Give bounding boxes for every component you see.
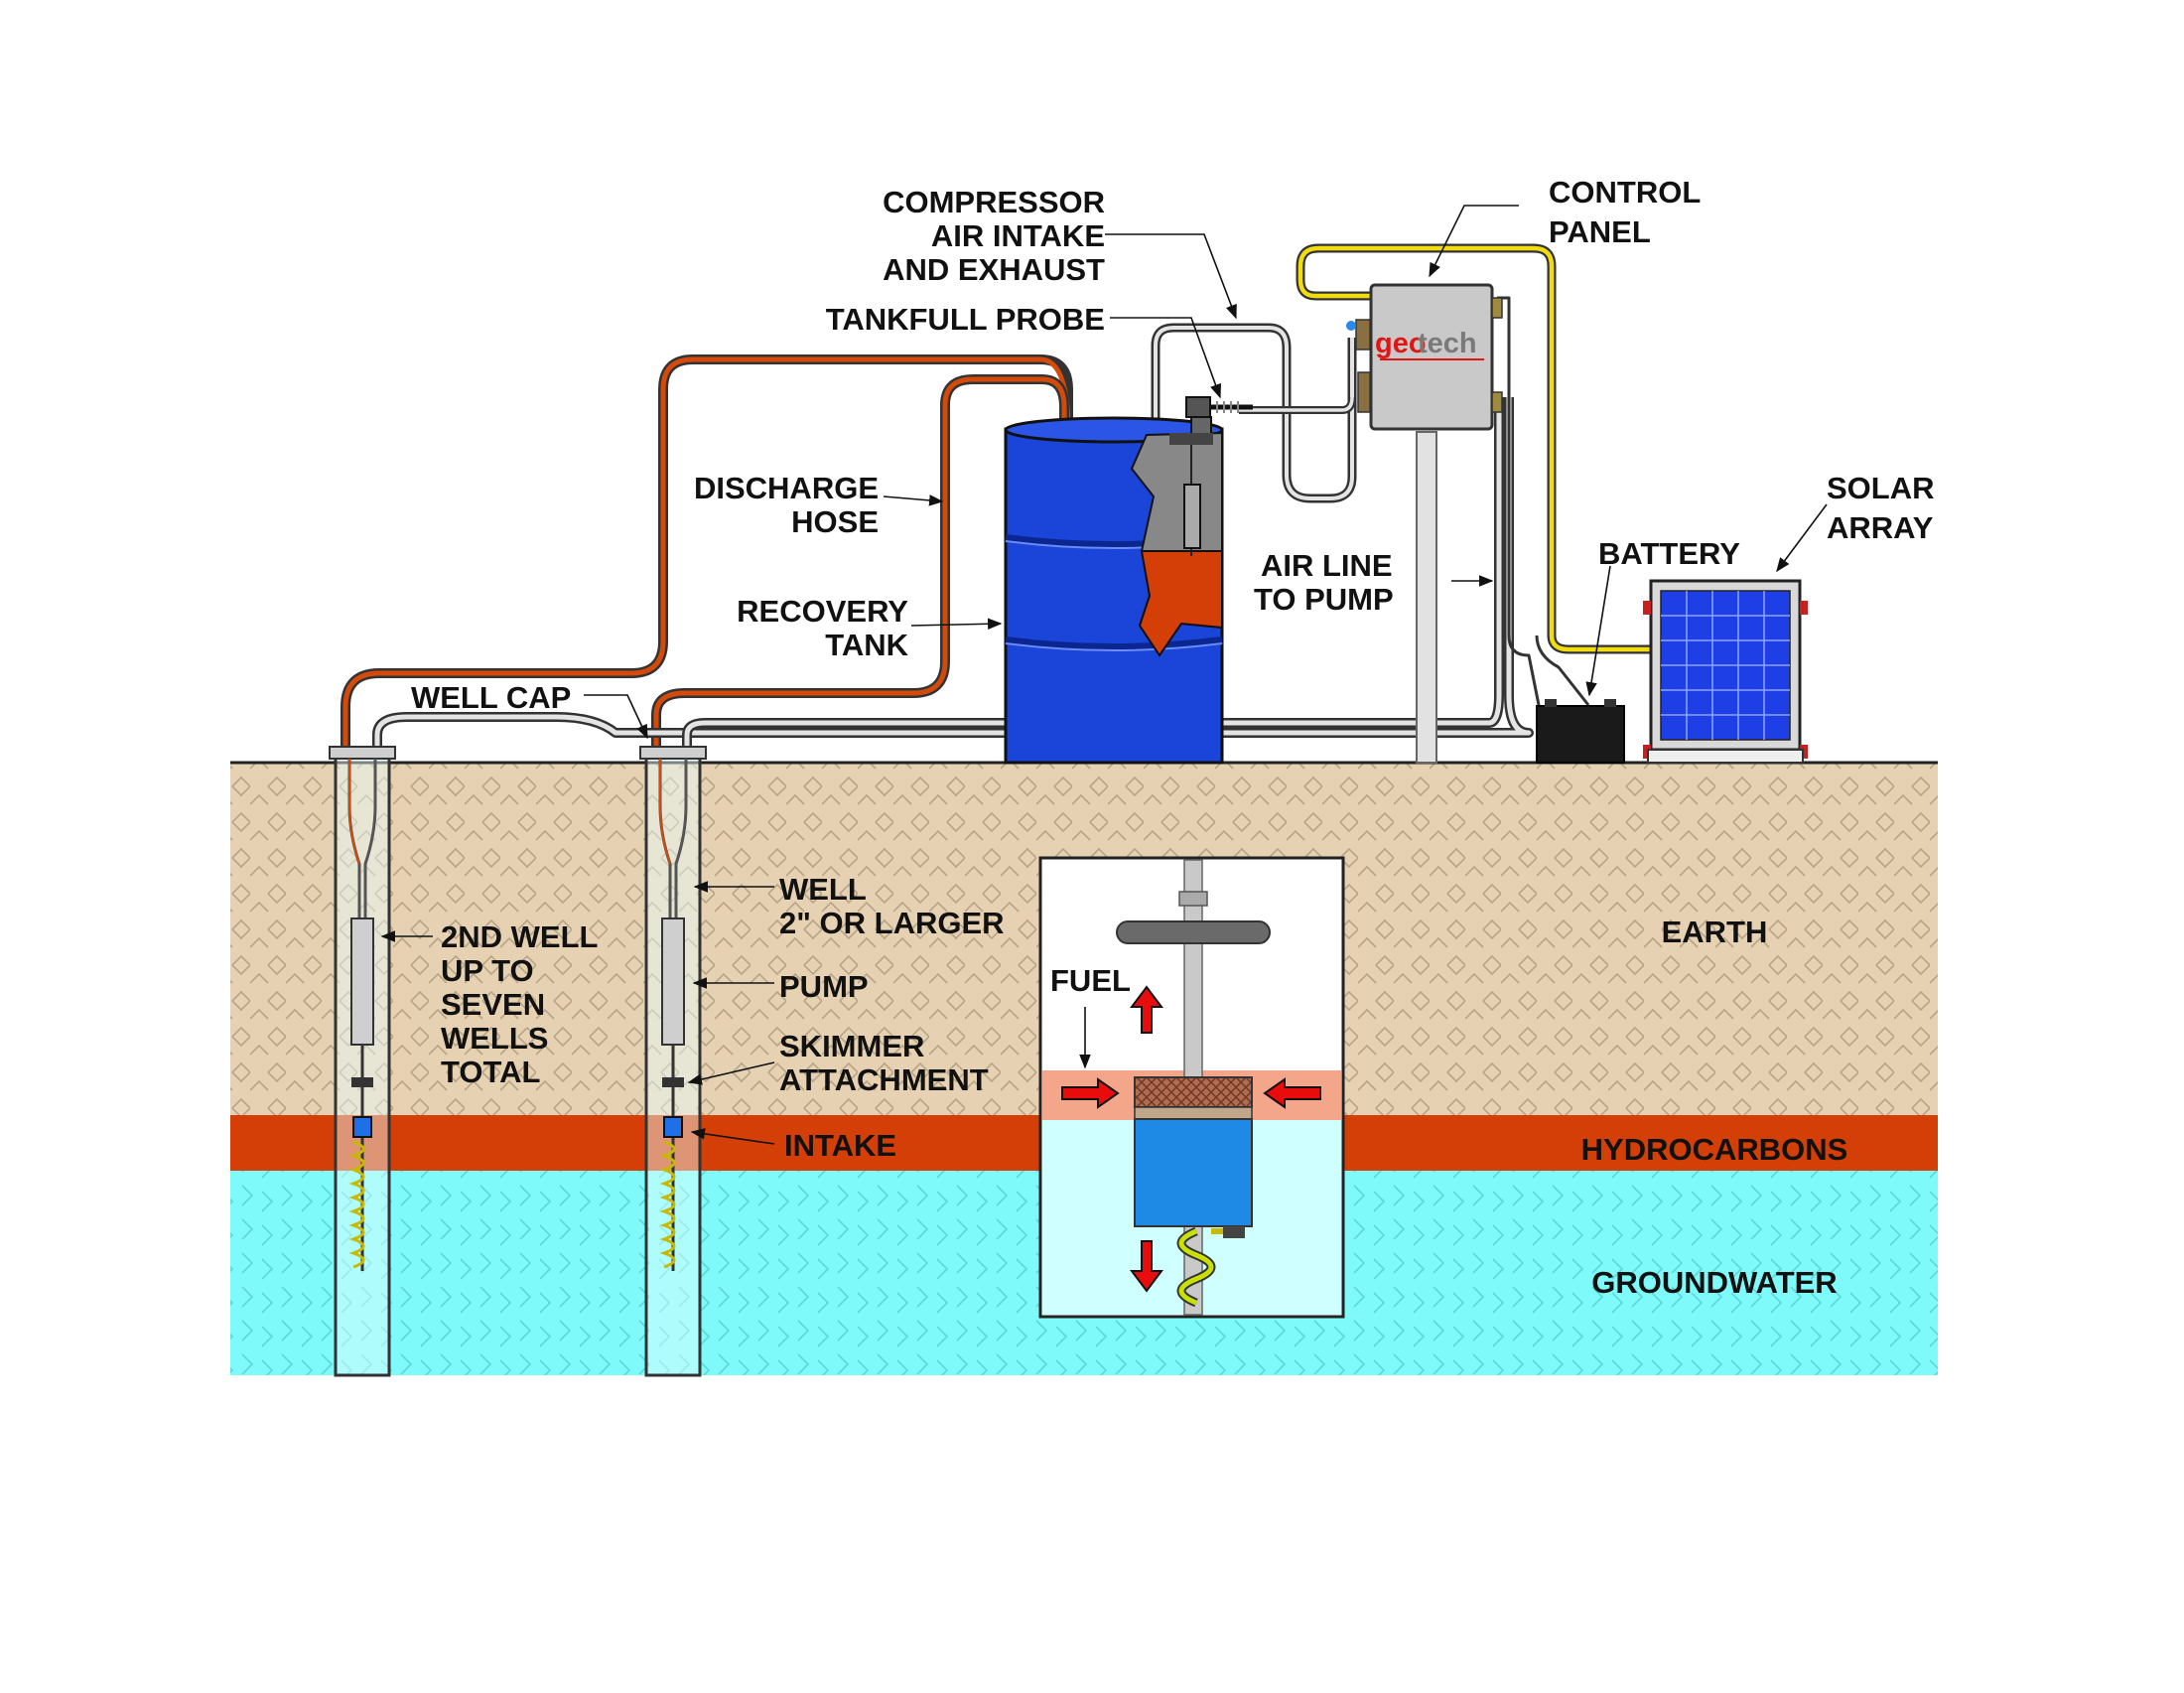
leader-lines — [380, 205, 1828, 1145]
battery — [1536, 699, 1625, 764]
label-well-1: WELL — [779, 872, 867, 907]
label-discharge-hose-1: DISCHARGE — [694, 471, 879, 505]
label-tankfull-probe: TANKFULL PROBE — [826, 302, 1105, 337]
label-second-well-2: UP TO — [441, 953, 534, 988]
label-control-panel-2: PANEL — [1549, 214, 1651, 249]
label-skimmer-2: ATTACHMENT — [779, 1062, 989, 1097]
label-recovery-tank-2: TANK — [825, 628, 908, 662]
label-second-well-5: TOTAL — [441, 1055, 540, 1089]
label-skimmer-1: SKIMMER — [779, 1029, 924, 1063]
label-second-well-1: 2ND WELL — [441, 919, 598, 954]
label-air-line-1: AIR LINE — [1261, 548, 1393, 583]
label-compressor-1: COMPRESSOR — [883, 185, 1105, 219]
label-recovery-tank-1: RECOVERY — [737, 594, 908, 629]
label-control-panel-1: CONTROL — [1549, 175, 1701, 210]
labels: COMPRESSOR AIR INTAKE AND EXHAUST TANKFU… — [411, 175, 1935, 1300]
label-second-well-4: WELLS — [441, 1021, 549, 1056]
label-fuel: FUEL — [1050, 963, 1131, 998]
label-discharge-hose-2: HOSE — [791, 504, 879, 539]
logo-tech: tech — [1418, 328, 1477, 359]
label-well-cap: WELL CAP — [411, 680, 571, 715]
well-2 — [329, 746, 396, 1377]
flow-arrows — [1061, 985, 1321, 1293]
label-groundwater: GROUNDWATER — [1591, 1265, 1837, 1300]
skimmer-detail-inset — [1038, 856, 1345, 1319]
well-1 — [639, 746, 707, 1377]
discharge-hoses — [341, 354, 1073, 752]
label-well-2: 2" OR LARGER — [779, 906, 1005, 940]
label-solar-array-2: ARRAY — [1827, 510, 1934, 545]
recovery-tank — [1004, 396, 1253, 765]
label-solar-array-1: SOLAR — [1827, 471, 1935, 505]
label-compressor-2: AIR INTAKE — [931, 218, 1105, 253]
power-cables — [1296, 243, 1653, 706]
label-pump: PUMP — [779, 969, 869, 1004]
control-panel: geo tech — [1346, 283, 1503, 764]
logo-geo: geo — [1375, 328, 1427, 359]
label-air-line-2: TO PUMP — [1254, 582, 1394, 617]
solar-array — [1643, 579, 1808, 764]
label-earth: EARTH — [1662, 915, 1768, 949]
label-second-well-3: SEVEN — [441, 987, 545, 1022]
label-battery: BATTERY — [1598, 536, 1740, 571]
label-hydrocarbons: HYDROCARBONS — [1581, 1132, 1848, 1167]
ground-layers — [230, 761, 1938, 1375]
label-compressor-3: AND EXHAUST — [883, 252, 1105, 287]
label-intake: INTAKE — [784, 1128, 896, 1163]
